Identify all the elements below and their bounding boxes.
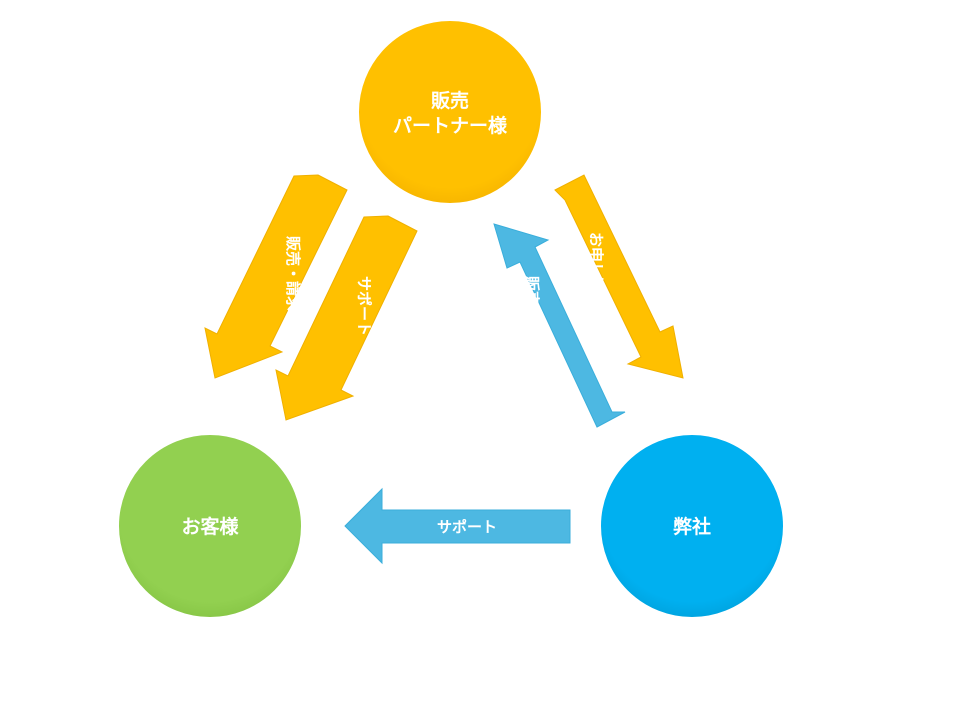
arrow-application: お申し込み — [554, 174, 684, 379]
node-partner-label-line1: 販売 — [431, 89, 469, 112]
node-customer-circle — [117, 433, 303, 619]
arrow-support-partner-shape — [275, 215, 418, 421]
arrow-sales-support-shape — [493, 223, 626, 428]
arrow-support-company: サポート — [344, 487, 571, 565]
arrow-support-partner-label: サポート — [355, 276, 373, 336]
arrow-sales-support: 販売サポート — [493, 223, 626, 428]
arrow-support-company-shape — [344, 487, 571, 565]
arrow-sales-billing-label: 販売・請求 — [284, 236, 302, 312]
node-partner-circle — [357, 19, 543, 205]
node-customer-label: お客様 — [181, 515, 239, 538]
node-company-circle — [599, 433, 785, 619]
arrow-sales-support-label: 販売サポート — [523, 276, 541, 366]
node-customer: お客様 — [117, 433, 303, 619]
node-partner: 販売 パートナー様 — [357, 19, 543, 205]
arrow-sales-billing-shape — [204, 174, 348, 379]
arrow-sales-billing: 販売・請求 — [204, 174, 348, 379]
arrow-support-company-label: サポート — [437, 518, 497, 536]
node-partner-label-line2: パートナー様 — [393, 114, 508, 137]
node-company: 弊社 — [599, 433, 785, 619]
arrow-application-label: お申し込み — [587, 232, 605, 307]
arrow-application-shape — [554, 174, 684, 379]
arrow-support-partner: サポート — [275, 215, 418, 421]
node-company-label: 弊社 — [673, 515, 711, 538]
